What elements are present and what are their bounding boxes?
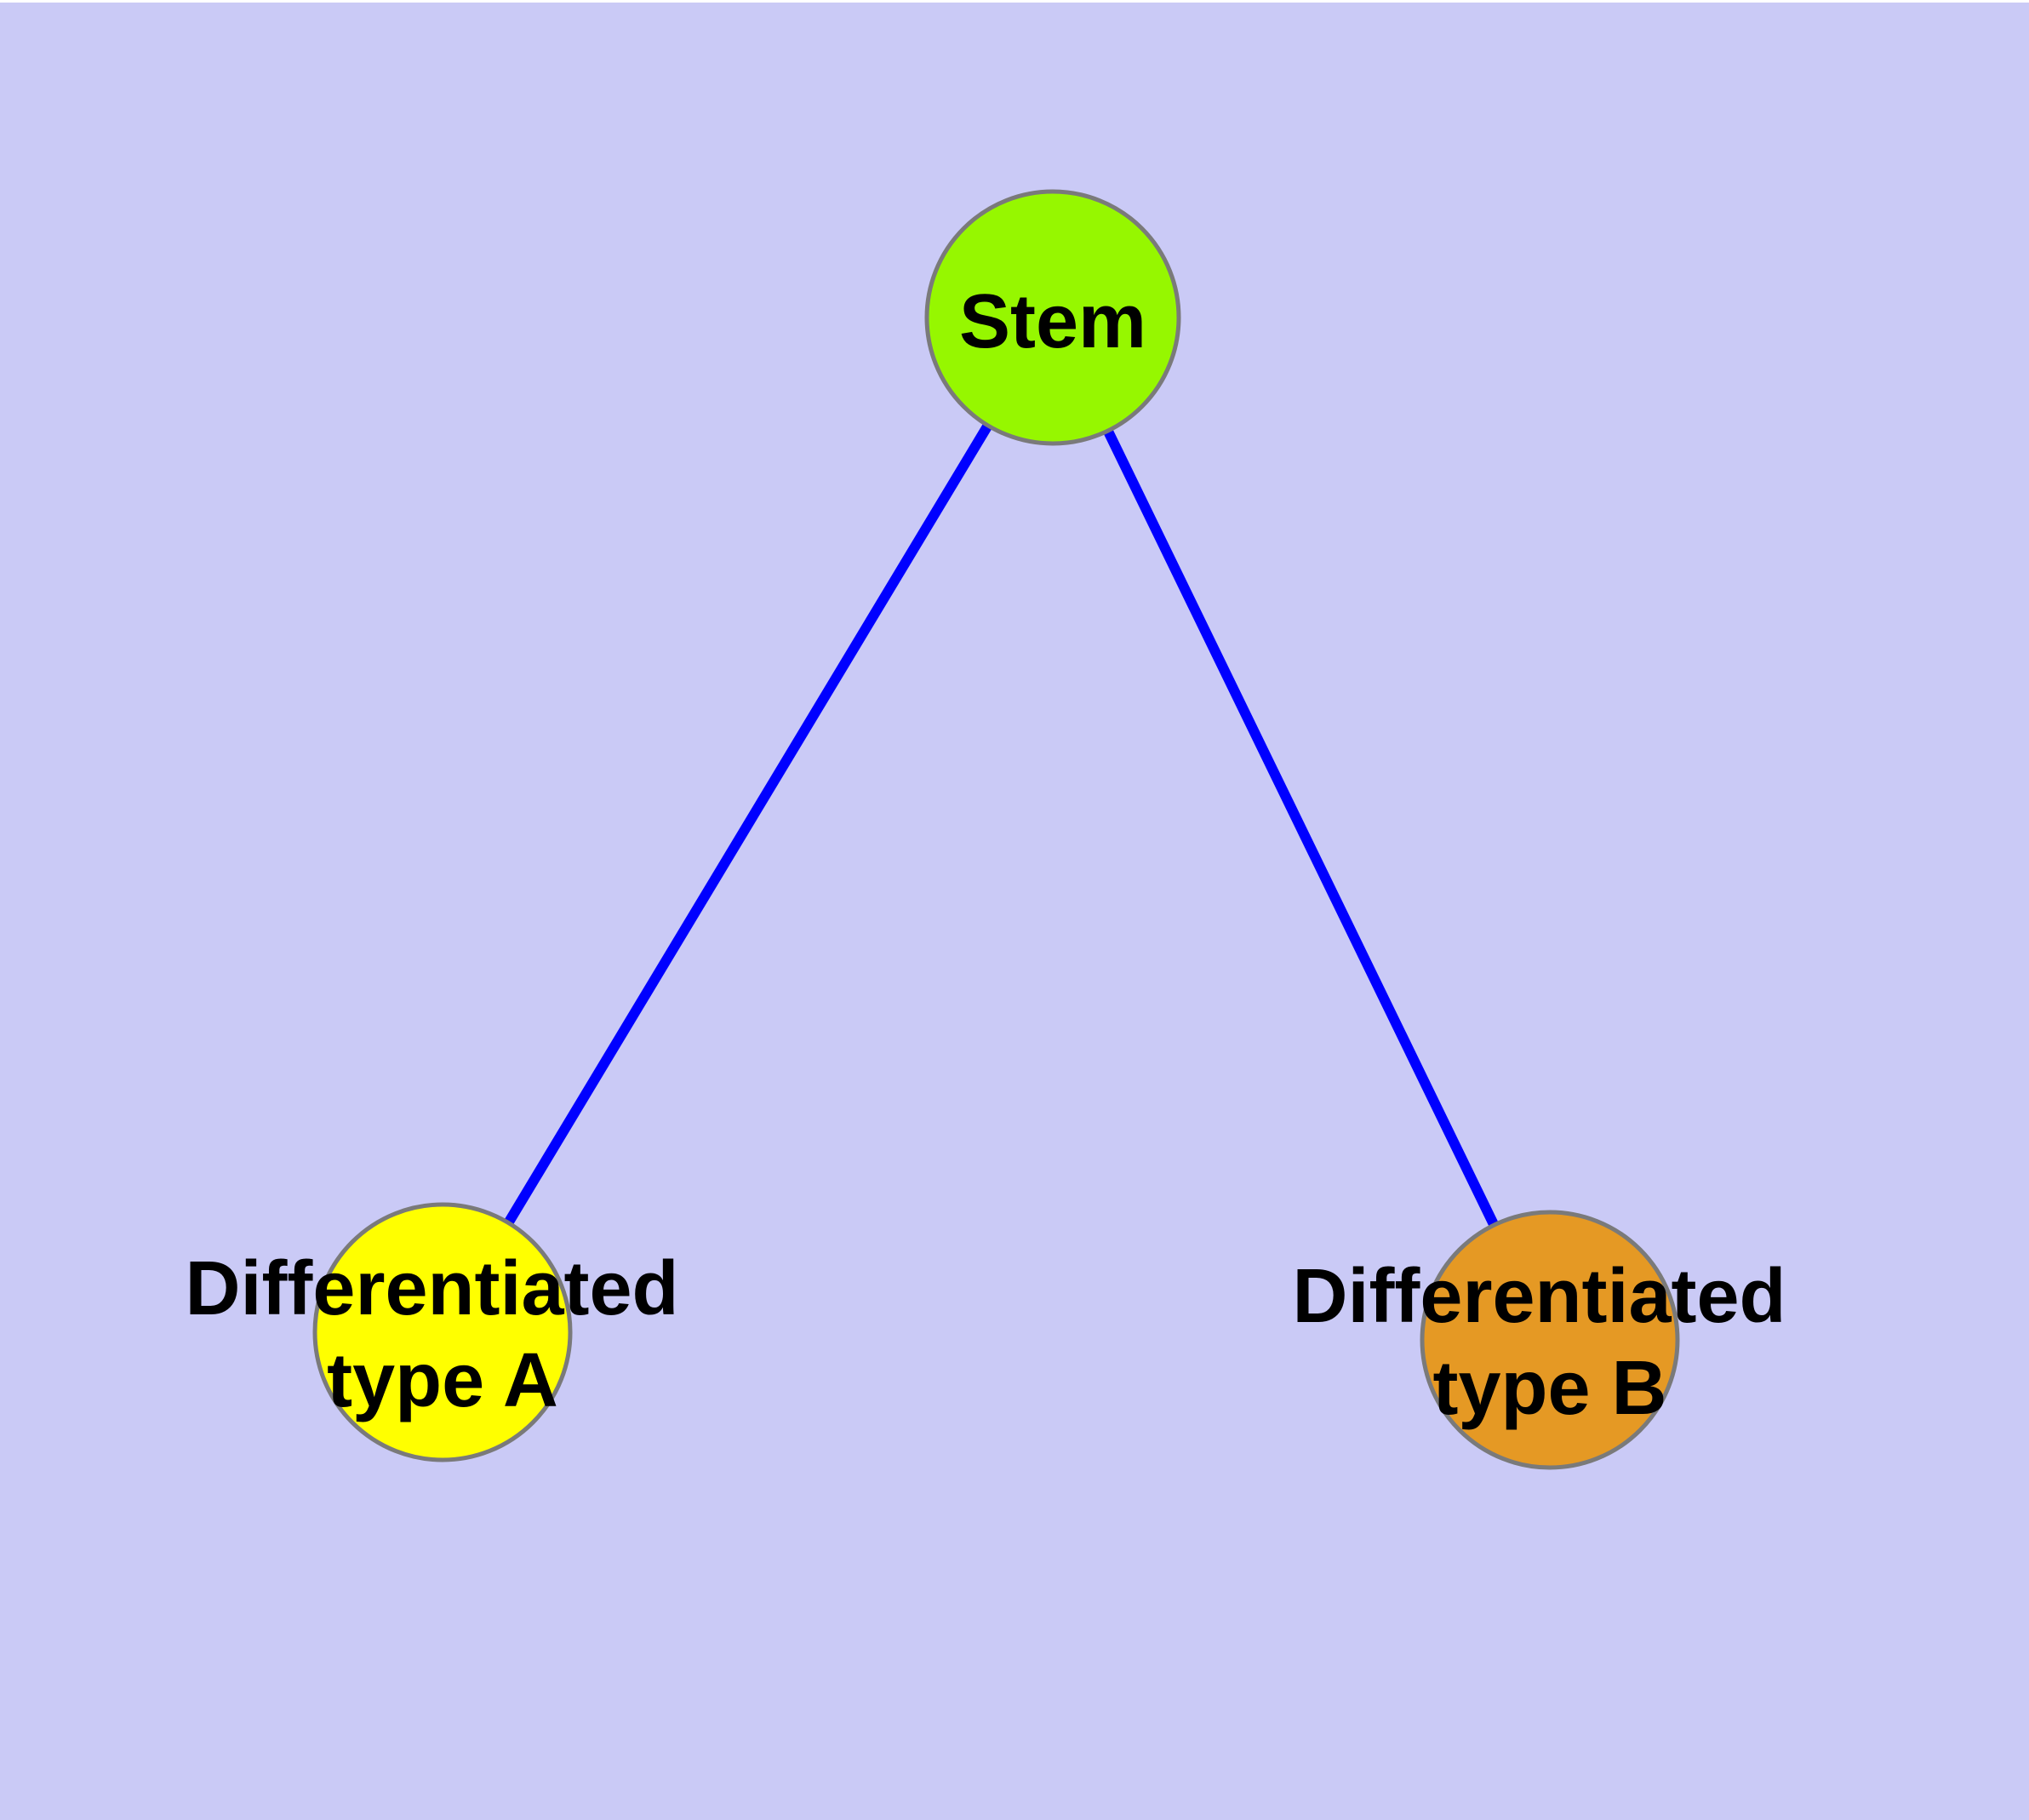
node-differentiated-type-b-label: Differentiated type B: [1292, 1254, 1807, 1431]
node-differentiated-type-b-label-line2: type B: [1432, 1346, 1666, 1431]
node-stem-label: Stem: [959, 279, 1146, 364]
node-differentiated-type-b-circle: [1420, 1210, 1680, 1470]
node-stem-circle: [924, 189, 1181, 446]
node-stem-label-line: Stem: [959, 279, 1146, 364]
node-differentiated-type-a-label-line2: type A: [327, 1338, 558, 1423]
node-differentiated-type-a-circle: [312, 1202, 573, 1462]
node-differentiated-type-b-label-line1: Differentiated: [1292, 1254, 1786, 1339]
node-differentiated-type-a-label: Differentiated type A: [185, 1246, 700, 1423]
edge-stem-to-differentiated-type-b: [1048, 315, 1555, 1342]
edge-stem-to-differentiated-type-a: [437, 314, 1058, 1336]
node-differentiated-type-a-label-line1: Differentiated: [185, 1246, 678, 1331]
